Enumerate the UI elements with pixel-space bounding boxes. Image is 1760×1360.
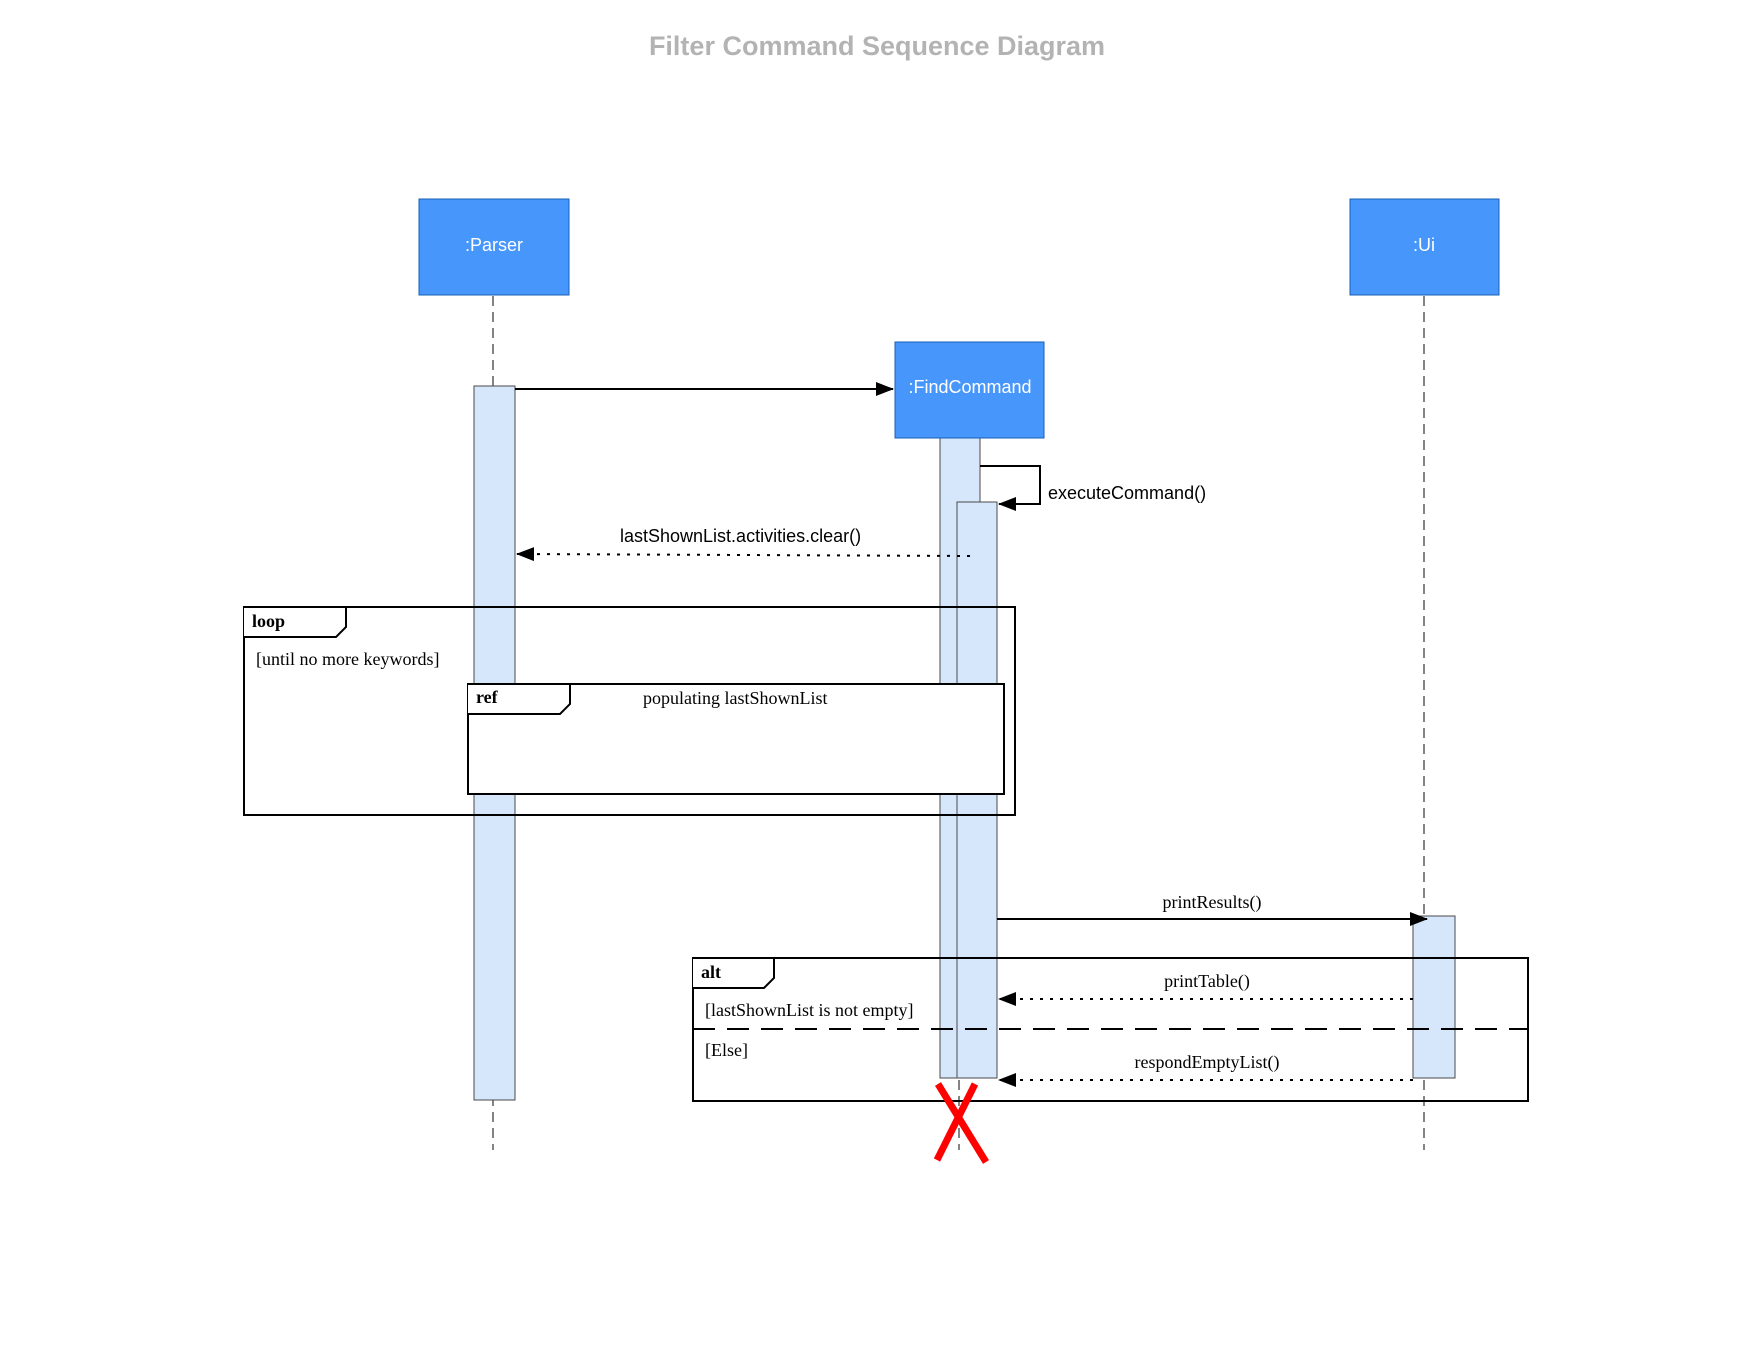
loop-frame: loop [until no more keywords] (243, 606, 1016, 816)
ui-label: :Ui (1413, 235, 1435, 255)
print-results-label: printResults() (1163, 892, 1262, 913)
execute-command-arrow (980, 465, 1041, 511)
diagram-title: Filter Command Sequence Diagram (649, 31, 1105, 61)
loop-frame-tag: loop (252, 611, 285, 631)
loop-guard: [until no more keywords] (256, 649, 439, 669)
execute-command-label: executeCommand() (1048, 483, 1206, 503)
parser-label: :Parser (465, 235, 523, 255)
ref-frame-tab (468, 683, 571, 715)
ref-frame: ref populating lastShownList (467, 683, 1005, 795)
alt-guard-not-empty: [lastShownList is not empty] (705, 1000, 914, 1020)
parser-participant[interactable]: :Parser (418, 198, 570, 296)
print-table-label: printTable() (1164, 971, 1250, 992)
clear-return-arrow (516, 547, 971, 562)
destroy-x-icon (933, 1082, 989, 1164)
alt-guard-else: [Else] (705, 1040, 748, 1060)
findcommand-participant[interactable]: :FindCommand (894, 341, 1045, 439)
ui-box (1349, 198, 1500, 296)
loop-frame-tab (244, 606, 347, 638)
findcommand-box (894, 341, 1045, 439)
alt-frame-tag: alt (701, 962, 721, 982)
alt-frame: alt [lastShownList is not empty] [Else] (692, 957, 1529, 1102)
clear-message-label: lastShownList.activities.clear() (620, 526, 861, 546)
respond-empty-list-label: respondEmptyList() (1135, 1052, 1280, 1073)
ui-activation (1412, 915, 1456, 1079)
alt-frame-tab (693, 957, 775, 989)
loop-frame-border (243, 606, 1016, 816)
parser-box (418, 198, 570, 296)
ref-frame-label: populating lastShownList (643, 688, 828, 708)
ref-frame-tag: ref (476, 687, 499, 707)
findcommand-label: :FindCommand (908, 377, 1031, 397)
ui-participant[interactable]: :Ui (1349, 198, 1500, 296)
